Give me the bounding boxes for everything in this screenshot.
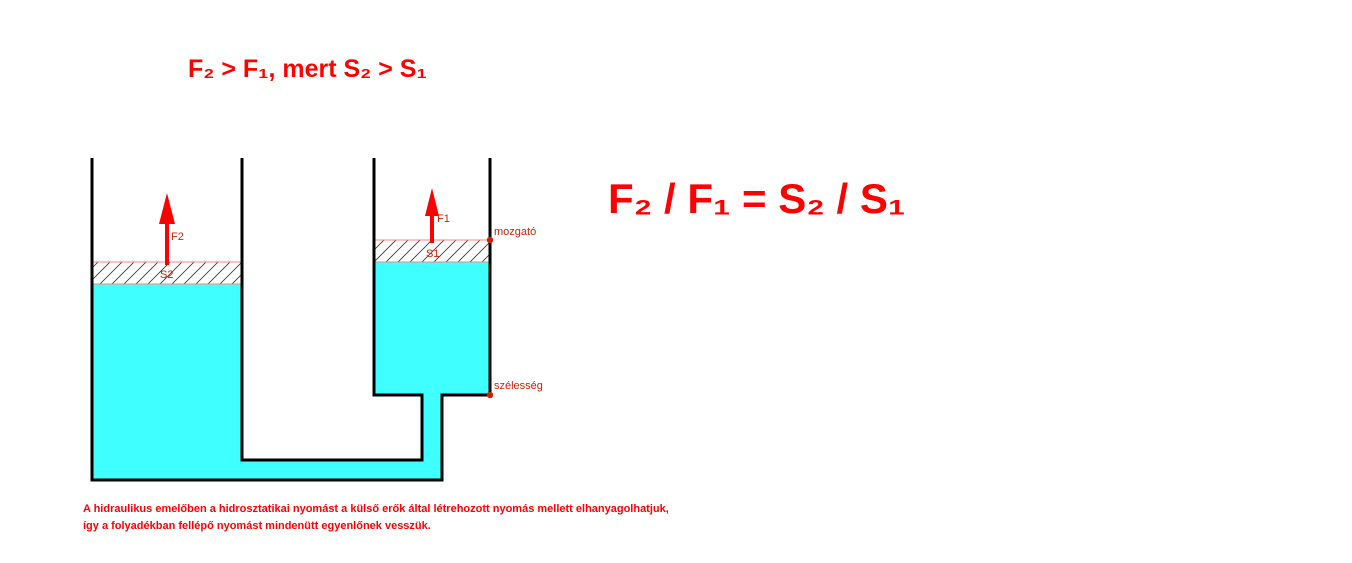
arrow-f1-head	[425, 188, 439, 216]
container-wall-outer	[90, 158, 492, 482]
label-f1: F1	[437, 213, 450, 225]
heading-inequality: F₂ > F₁, mert S₂ > S₁	[188, 55, 427, 83]
container-wall-inner	[240, 158, 424, 462]
label-f2: F2	[171, 231, 184, 243]
label-mozgato: mozgató	[494, 226, 536, 238]
label-s1: S1	[426, 248, 439, 260]
arrow-f2-head	[159, 193, 175, 224]
formula-ratio: F₂ / F₁ = S₂ / S₁	[608, 175, 906, 222]
point-mozgato[interactable]	[486, 236, 494, 244]
liquid-body	[92, 262, 490, 480]
note-line-2: így a folyadékban fellépő nyomást minden…	[83, 520, 431, 532]
label-s2: S2	[160, 269, 173, 281]
point-szelesseg[interactable]	[486, 391, 494, 399]
note-line-1: A hidraulikus emelőben a hidrosztatikai …	[83, 503, 669, 515]
piston-s1	[374, 240, 490, 262]
piston-s2	[92, 262, 242, 284]
explanation-note: A hidraulikus emelőben a hidrosztatikai …	[83, 501, 669, 535]
label-szelesseg: szélesség	[494, 380, 543, 392]
